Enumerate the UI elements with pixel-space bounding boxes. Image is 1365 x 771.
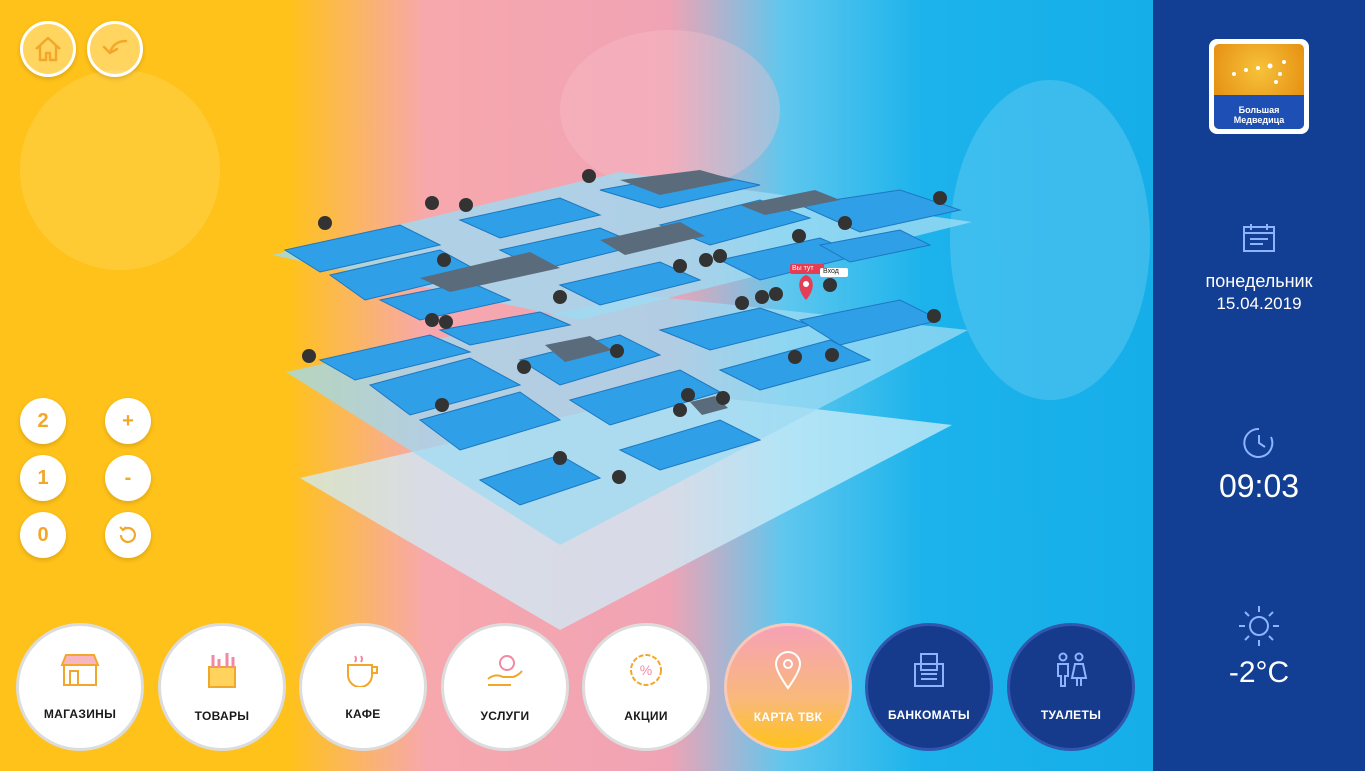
calendar-icon: [1243, 224, 1275, 252]
atm-icon: [914, 653, 944, 687]
back-button[interactable]: [87, 21, 143, 77]
you-are-here-pin: [799, 275, 813, 300]
home-button[interactable]: [20, 21, 76, 77]
anchor-store: [620, 170, 735, 195]
entrance-tag: [820, 268, 848, 277]
atrium-block: [545, 336, 612, 362]
date-text: 15.04.2019: [1216, 294, 1302, 313]
entrance-label: Вход: [823, 268, 839, 275]
clock-icon: [1243, 427, 1274, 458]
map-stage: Вы тут Вход 2 1 0 + - МАГАЗИНЫ: [0, 0, 1153, 771]
nav-toilets-button[interactable]: ТУАЛЕТЫ: [1007, 623, 1135, 751]
mall-logo: Большая Медведица: [1209, 39, 1309, 134]
coffee-icon: [347, 655, 378, 687]
nav-cafe-label: КАФЕ: [345, 707, 381, 721]
anchor-store: [600, 222, 705, 255]
reset-icon: [119, 526, 136, 543]
nav-services-label: УСЛУГИ: [480, 709, 530, 723]
you-are-here-tag: [790, 264, 824, 274]
svg-text:%: %: [640, 662, 652, 678]
decor-blob: [20, 70, 220, 270]
nav-shops-label: МАГАЗИНЫ: [43, 707, 117, 721]
mall-3d-map[interactable]: [0, 0, 1153, 771]
nav-shops-button[interactable]: МАГАЗИНЫ: [16, 623, 144, 751]
services-icon: [487, 655, 523, 686]
nav-map-button[interactable]: КАРТА ТВК: [724, 623, 852, 751]
nav-toilets-label: ТУАЛЕТЫ: [1040, 708, 1102, 722]
floor-0-button[interactable]: 0: [20, 512, 66, 558]
discount-icon: %: [630, 654, 662, 686]
map-pin-icons: [302, 169, 947, 484]
toilet-icon: [1057, 652, 1088, 687]
nav-map-label: КАРТА ТВК: [753, 710, 823, 724]
nav-atm-label: БАНКОМАТЫ: [887, 708, 970, 722]
back-arrow-icon: [102, 39, 128, 55]
time-text: 09:03: [1218, 468, 1300, 504]
logo-line-2: Медведица: [1233, 115, 1285, 125]
nav-promotions-label: АКЦИИ: [624, 709, 668, 723]
zoom-in-button[interactable]: +: [105, 398, 151, 444]
floor-1-button[interactable]: 1: [20, 455, 66, 501]
floor-2-button[interactable]: 2: [20, 398, 66, 444]
nav-goods-label: ТОВАРЫ: [194, 709, 250, 723]
reset-view-button[interactable]: [105, 512, 151, 558]
nav-promotions-button[interactable]: % АКЦИИ: [582, 623, 710, 751]
logo-line-1: Большая: [1238, 105, 1280, 115]
zoom-out-button[interactable]: -: [105, 455, 151, 501]
nav-cafe-button[interactable]: КАФЕ: [299, 623, 427, 751]
weekday-text: понедельник: [1205, 271, 1313, 291]
sun-icon: [1239, 606, 1279, 646]
shop-icon: [60, 654, 100, 686]
map-pin-icon: [774, 651, 802, 690]
nav-services-button[interactable]: УСЛУГИ: [441, 623, 569, 751]
nav-atm-button[interactable]: БАНКОМАТЫ: [865, 623, 993, 751]
decor-blob: [560, 30, 780, 190]
nav-goods-button[interactable]: ТОВАРЫ: [158, 623, 286, 751]
anchor-store: [420, 252, 560, 292]
goods-icon: [208, 653, 236, 688]
decor-blob: [950, 80, 1150, 400]
anchor-store: [740, 190, 840, 215]
home-icon: [35, 36, 61, 62]
temperature-text: -2°C: [1228, 656, 1290, 689]
star-icon: [1232, 60, 1286, 84]
you-are-here-label: Вы тут: [792, 265, 814, 272]
